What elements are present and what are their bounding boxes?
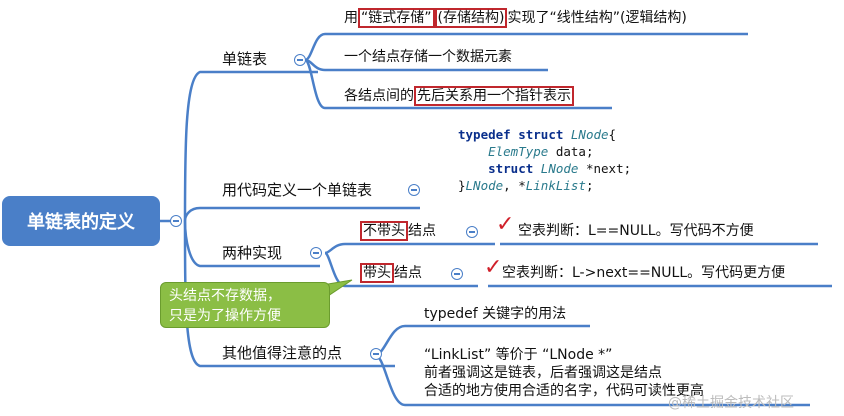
no-head-description: 空表判断：L==NULL。写代码不方便 [518, 223, 754, 239]
single-line3-prefix: 各结点间的 [344, 88, 414, 104]
no-head-highlight: 不带头 [360, 221, 408, 241]
callout-line1: 头结点不存数据， [169, 288, 281, 304]
with-head-highlight: 带头 [360, 263, 394, 283]
callout-pointer [328, 279, 353, 297]
storage-structure-highlight: (存储结构) [434, 8, 508, 28]
branch-code-definition[interactable]: 用代码定义一个单链表 [222, 181, 373, 199]
branch-other-notes[interactable]: 其他值得注意的点 [222, 344, 343, 362]
no-head-collapse-icon[interactable] [466, 226, 478, 238]
single-line1-suffix: 实现了“线性结构”(逻辑结构) [507, 10, 687, 26]
other-line2: “LinkList” 等价于 “LNode *” [424, 347, 613, 363]
branch-other-collapse-icon[interactable] [370, 348, 382, 360]
with-head-node-label: 带头结点 [360, 263, 422, 283]
single-line1-prefix: 用 [344, 10, 358, 26]
branch-code-collapse-icon[interactable] [408, 184, 420, 196]
branch-single-collapse-icon[interactable] [294, 54, 306, 66]
single-line2: 一个结点存储一个数据元素 [344, 49, 512, 65]
chain-storage-highlight: “链式存储” [358, 8, 435, 28]
checkmark-icon: ✓ [484, 255, 503, 280]
with-head-description: 空表判断：L->next==NULL。写代码更方便 [502, 265, 786, 281]
head-node-callout: 头结点不存数据， 只是为了操作方便 [160, 282, 330, 328]
single-line1: 用“链式存储”(存储结构)实现了“线性结构”(逻辑结构) [344, 8, 687, 28]
root-collapse-icon[interactable] [170, 215, 182, 227]
no-head-node-label: 不带头结点 [360, 221, 436, 241]
watermark: @稀土掘金技术社区 [668, 395, 794, 411]
checkmark-icon: ✓ [496, 212, 515, 237]
other-line3: 前者强调这是链表，后者强调这是结点 [424, 365, 662, 381]
other-line4: 合适的地方使用合适的名字，代码可读性更高 [424, 383, 704, 399]
branch-impl-collapse-icon[interactable] [310, 247, 322, 259]
code-block: typedef struct LNode{ ElemType data; str… [458, 127, 632, 193]
single-line3: 各结点间的先后关系用一个指针表示 [344, 86, 574, 106]
root-label: 单链表的定义 [27, 212, 135, 233]
branch-single-list[interactable]: 单链表 [222, 50, 268, 68]
branch-two-implementations[interactable]: 两种实现 [222, 244, 283, 262]
root-node[interactable]: 单链表的定义 [2, 196, 160, 246]
callout-line2: 只是为了操作方便 [169, 308, 281, 324]
with-head-collapse-icon[interactable] [451, 268, 463, 280]
pointer-relation-highlight: 先后关系用一个指针表示 [414, 86, 574, 106]
other-line1: typedef 关键字的用法 [424, 306, 567, 322]
